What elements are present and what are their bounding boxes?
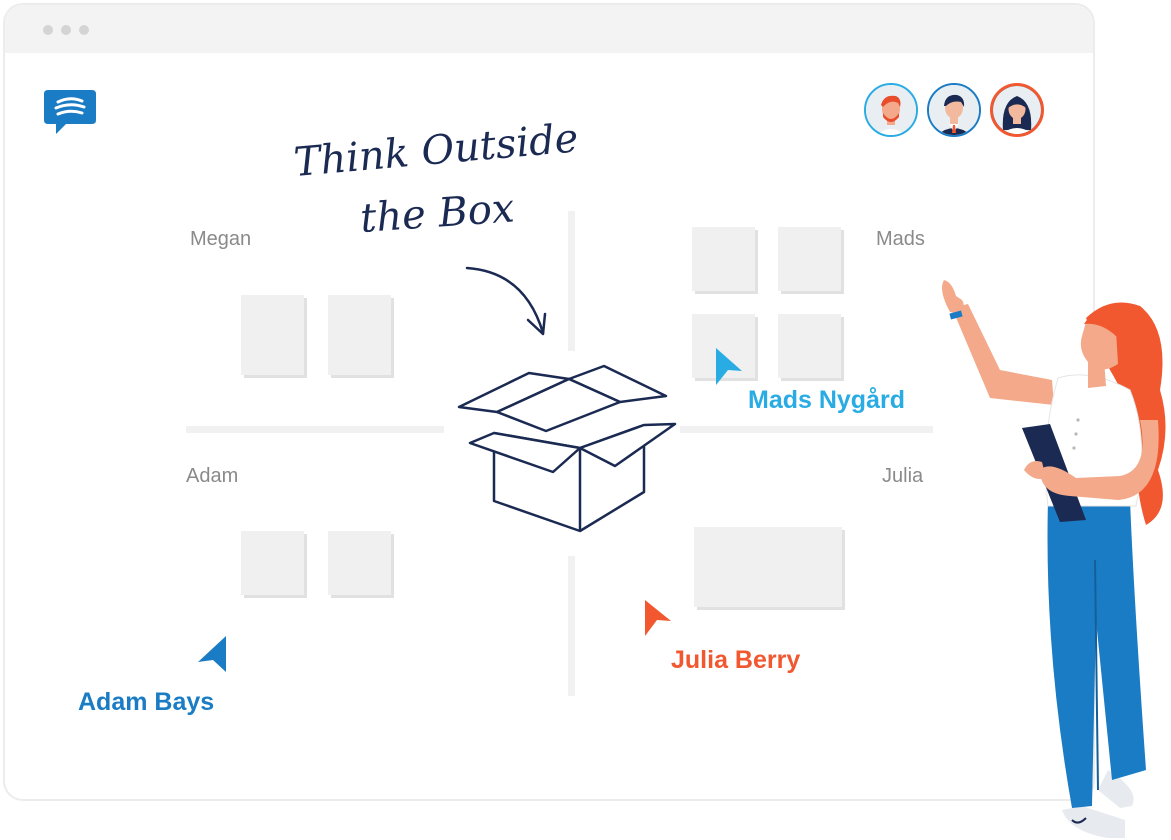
sticky-note[interactable] — [241, 531, 304, 595]
sticky-note[interactable] — [328, 531, 391, 595]
woman-icon — [993, 86, 1041, 134]
quadrant-label-adam: Adam — [186, 465, 239, 487]
presenter-woman-illustration — [942, 280, 1166, 838]
cursor-label-julia: Julia Berry — [671, 646, 801, 674]
avatar-man-suit[interactable] — [927, 83, 981, 137]
sticky-note[interactable] — [241, 295, 304, 375]
app-window — [3, 3, 1095, 801]
sticky-note[interactable] — [778, 314, 841, 378]
avatar-man-red-hair[interactable] — [864, 83, 918, 137]
quadrant-label-mads: Mads — [876, 228, 925, 250]
sticky-note[interactable] — [694, 527, 842, 607]
quadrant-label-julia: Julia — [882, 465, 924, 487]
cursor-label-adam: Adam Bays — [78, 688, 215, 716]
man-red-hair-icon — [866, 85, 916, 135]
window-titlebar — [5, 5, 1093, 53]
chat-logo-icon — [44, 90, 96, 134]
window-dot-1 — [43, 25, 53, 35]
cursor-julia-icon — [645, 600, 671, 636]
window-dot-3 — [79, 25, 89, 35]
curved-arrow-icon — [465, 266, 547, 336]
sticky-note[interactable] — [692, 227, 755, 291]
horizontal-divider-left — [186, 426, 444, 433]
sticky-note[interactable] — [328, 295, 391, 375]
window-dot-2 — [61, 25, 71, 35]
cursor-mads-icon — [716, 348, 742, 385]
open-box-icon — [457, 364, 677, 533]
vertical-divider-bottom — [568, 556, 575, 696]
cursor-label-mads: Mads Nygård — [748, 386, 905, 414]
vertical-divider-top — [568, 211, 575, 351]
horizontal-divider-right — [680, 426, 933, 433]
quadrant-label-megan: Megan — [190, 228, 252, 250]
avatar-woman[interactable] — [990, 83, 1044, 137]
cursor-adam-icon — [198, 636, 226, 672]
sticky-note[interactable] — [778, 227, 841, 291]
man-suit-icon — [929, 85, 979, 135]
